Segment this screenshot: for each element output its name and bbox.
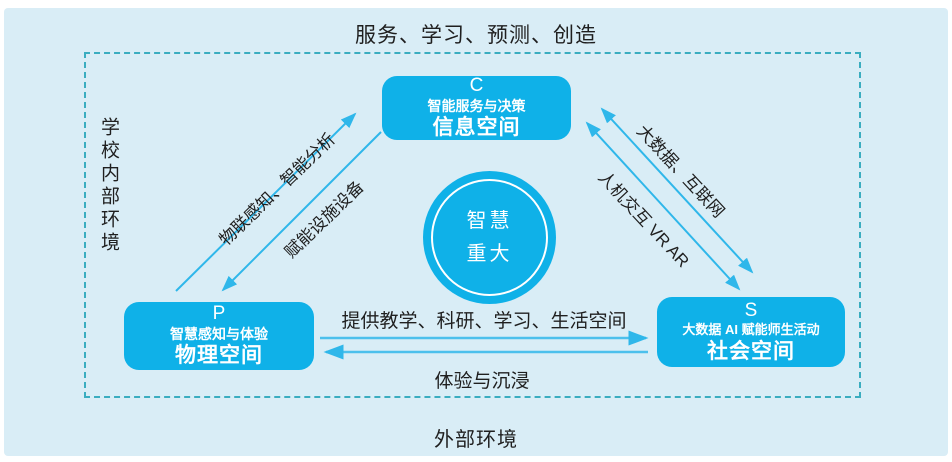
node-subtitle: 智能服务与决策: [427, 98, 526, 115]
center-node-ring: [431, 179, 548, 296]
node-title: 社会空间: [707, 339, 795, 363]
node-social-space: S 大数据 AI 赋能师生活动 社会空间: [657, 297, 845, 367]
node-title: 信息空间: [432, 116, 521, 140]
edge-label-experience-immersion: 体验与沉浸: [434, 371, 530, 392]
internal-environment-frame: [84, 52, 861, 398]
arrow-info-social-inner: [585, 121, 741, 291]
node-title: 物理空间: [175, 344, 263, 368]
node-letter: P: [212, 303, 226, 325]
edge-label-provide-spaces: 提供教学、科研、学习、生活空间: [341, 311, 627, 332]
arrow-info-to-physical: [221, 131, 382, 292]
node-letter: S: [744, 300, 758, 322]
arrow-physical-to-info: [175, 112, 357, 292]
top-environment-label: 服务、学习、预测、创造: [355, 24, 597, 47]
node-physical-space: P 智慧感知与体验 物理空间: [124, 302, 314, 370]
bottom-environment-label: 外部环境: [434, 429, 518, 451]
node-subtitle: 智慧感知与体验: [170, 326, 268, 343]
node-information-space: C 智能服务与决策 信息空间: [382, 75, 571, 140]
node-letter: C: [469, 75, 484, 97]
node-subtitle: 大数据 AI 赋能师生活动: [682, 321, 820, 337]
left-environment-label: 学校内部环境: [98, 117, 119, 255]
center-node-smart-university: 智慧 重大: [423, 171, 556, 304]
